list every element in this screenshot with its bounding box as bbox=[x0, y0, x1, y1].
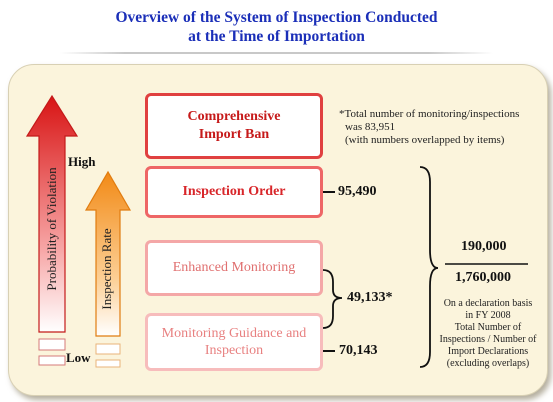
inspection-order-count: 95,490 bbox=[338, 184, 377, 199]
inspection-rate-arrow-base-2 bbox=[95, 359, 121, 368]
title-line-2: at the Time of Importation bbox=[188, 28, 365, 45]
title-underline bbox=[60, 52, 493, 54]
inspection-rate-arrow-base-1 bbox=[95, 343, 121, 355]
summary-line-4: Inspections / Number of bbox=[439, 334, 537, 345]
enhanced-combined-count: 49,133* bbox=[347, 290, 393, 305]
high-label: High bbox=[68, 154, 96, 169]
monitoring-guidance-box: Monitoring Guidance and Inspection bbox=[145, 313, 323, 371]
summary-line-3: Total Number of bbox=[454, 322, 522, 333]
total-monitoring-note: *Total number of monitoring/inspections … bbox=[339, 108, 519, 147]
declaration-summary: On a declaration basis in FY 2008 Total … bbox=[438, 298, 538, 370]
monitoring-guidance-count: 70,143 bbox=[339, 343, 378, 358]
inspection-order-label: Inspection Order bbox=[182, 184, 286, 199]
diagram-title: Overview of the System of Inspection Con… bbox=[0, 8, 553, 54]
low-label: Low bbox=[66, 350, 91, 365]
summary-bracket bbox=[419, 166, 439, 368]
note-line-2: was 83,951 bbox=[345, 121, 396, 133]
monitoring-guidance-line-2: Inspection bbox=[204, 343, 264, 358]
summary-line-2: in FY 2008 bbox=[465, 310, 511, 321]
probability-of-violation-label: Probability of Violation bbox=[44, 167, 59, 291]
note-line-1: *Total number of monitoring/inspections bbox=[339, 108, 520, 120]
summary-line-6: (excluding overlaps) bbox=[446, 358, 530, 369]
enhanced-monitoring-label: Enhanced Monitoring bbox=[172, 260, 296, 275]
title-line-1: Overview of the System of Inspection Con… bbox=[115, 9, 438, 26]
note-line-3: (with numbers overlapped by items) bbox=[345, 134, 505, 146]
summary-line-5: Import Declarations bbox=[447, 346, 529, 357]
fraction-numerator: 190,000 bbox=[461, 239, 507, 254]
fraction-denominator: 1,760,000 bbox=[455, 270, 511, 285]
probability-arrow-base-2 bbox=[38, 355, 66, 366]
enhanced-monitoring-box: Enhanced Monitoring bbox=[145, 240, 323, 296]
probability-arrow-base-1 bbox=[38, 338, 66, 351]
comprehensive-import-ban-box: Comprehensive Import Ban bbox=[145, 93, 323, 159]
enhanced-bracket bbox=[322, 269, 343, 329]
summary-line-1: On a declaration basis bbox=[443, 298, 533, 309]
probability-arrow bbox=[25, 94, 79, 333]
inspection-rate-arrow bbox=[84, 170, 132, 337]
inspection-rate-label: Inspection Rate bbox=[99, 228, 114, 310]
monitoring-guidance-line-1: Monitoring Guidance and bbox=[161, 326, 307, 341]
inspection-order-box: Inspection Order bbox=[145, 166, 323, 218]
comprehensive-line-2: Import Ban bbox=[198, 127, 270, 142]
comprehensive-line-1: Comprehensive bbox=[187, 109, 281, 124]
